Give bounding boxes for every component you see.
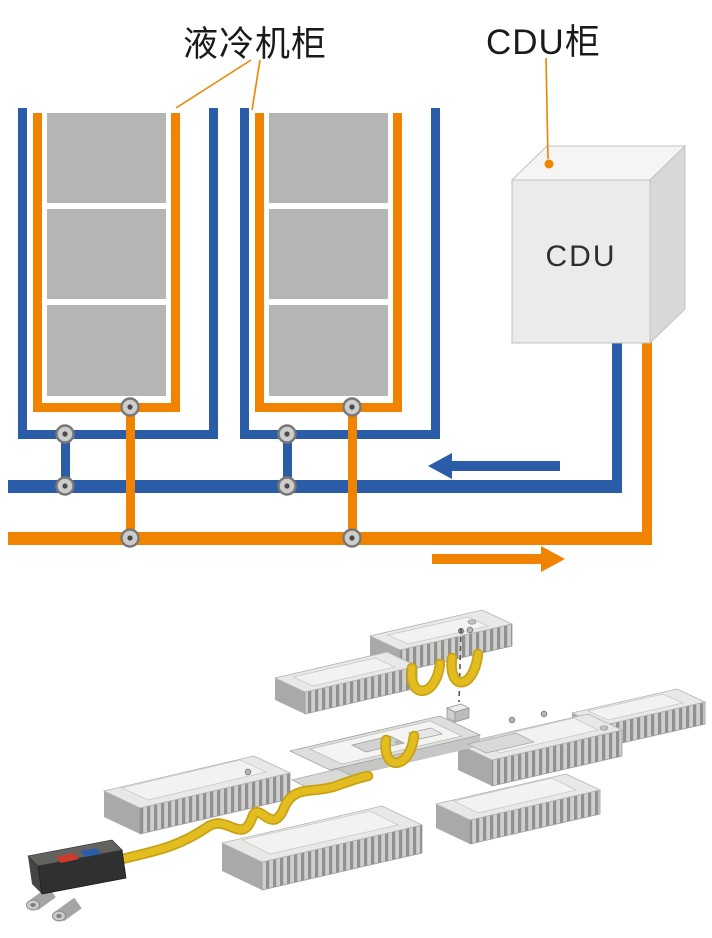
cabinet2-blue-bottom [240,430,440,439]
main-hose [100,772,372,868]
blue-flow-arrow [428,453,560,479]
cabinet1-orange-left [33,113,42,412]
coupling-blue-stripe [80,848,101,857]
fitting-port [467,619,477,625]
connector-plate [466,732,536,754]
pipe-connector [277,424,297,444]
cdu-box-right-face [649,144,686,345]
pipe-connector [55,424,75,444]
cabinet2-orange-bottom [255,403,402,412]
cdu-box-front-face [511,179,651,344]
cabinet1-rack-mid [47,209,166,299]
cabinet-leader-line-1 [175,59,252,109]
cabinet2-blue-left [240,108,249,439]
cabinet1-rack-bottom [47,305,166,396]
rack-stacks [47,113,388,396]
cabinet1-blue-right [209,108,218,439]
cabinet2-orange-left [255,113,264,412]
cabinet2-rack-mid [269,209,388,299]
cooling-cabinet-label: 液冷机柜 [183,25,328,64]
cooling-module [434,773,602,845]
pipe-connector [120,528,140,548]
coupling-left-face [28,856,42,894]
pipe-connectors [55,397,362,548]
cabinet1-blue-left [18,108,27,439]
cooling-module [220,805,424,891]
cabinet1-blue-bottom [18,430,218,439]
screws [244,626,548,776]
cdu-cabinet-label: CDU柜 [486,23,601,62]
hose-loop [382,732,418,767]
cabinet1-blue-drop [61,432,70,490]
cdu-leader-dot [544,159,554,169]
cooling-module [273,651,419,715]
cabinet2-orange-right [393,113,402,412]
pipe-connector [120,397,140,417]
cdu-blue-riser [612,340,622,486]
quick-coupling [26,839,127,922]
cdu-orange-riser [642,340,652,545]
blue-main-pipe [8,480,622,493]
cabinet2-rack-top [269,113,388,203]
cabinet2-rack-bottom [269,305,388,396]
cabinet2-orange-drop [348,407,357,545]
hose-loop [408,660,444,695]
cdu-box-label: CDU [545,240,617,273]
insertion-indicator [446,627,470,723]
pipe-connector [277,476,297,496]
hose-loop [448,650,482,686]
cold-plate-assembly [26,609,707,922]
cabinet-leader-line-2 [251,59,261,111]
cabinet1-orange-right [171,113,180,412]
cooling-module [102,755,292,835]
label-leader-lines [175,57,549,160]
pipe-connector [55,476,75,496]
cabinet2-blue-right [431,108,440,439]
cabinet1-orange-drop [126,407,135,545]
coolant-hoses [100,650,482,868]
coupling-red-stripe [56,853,79,863]
fitting-port [394,740,402,744]
pipe-connector [342,528,362,548]
orange-flow-arrow [432,546,565,572]
blue-pipes [8,108,622,493]
pipe-connector [342,397,362,417]
fitting-port [599,725,609,731]
coupling-top-face [27,839,123,867]
orange-pipes [8,113,652,572]
cabinet1-orange-bottom [33,403,180,412]
cdu-leader-line [545,57,549,160]
cdu-box [510,144,687,345]
cabinet1-rack-top [47,113,166,203]
orange-main-pipe [8,532,652,545]
cabinet2-blue-drop [283,432,292,490]
